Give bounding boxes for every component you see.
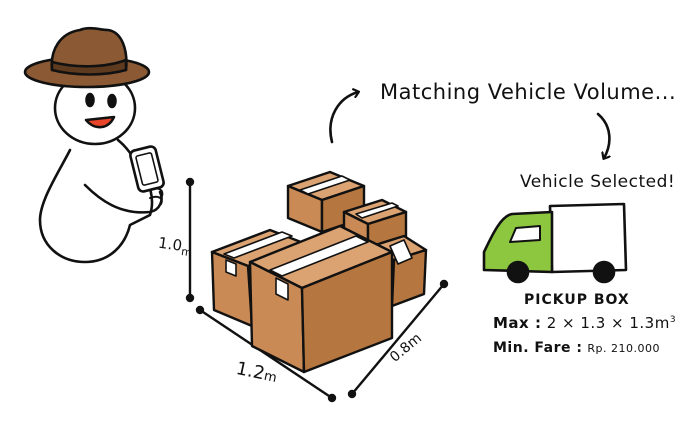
package-boxes bbox=[210, 170, 428, 374]
curved-arrow-up bbox=[329, 92, 358, 144]
pickup-truck-icon bbox=[482, 202, 628, 284]
max-unit-power: 3 bbox=[669, 315, 677, 325]
matching-caption: Matching Vehicle Volume... bbox=[380, 80, 677, 104]
width-line bbox=[350, 282, 446, 396]
person-eye-right bbox=[107, 93, 117, 109]
person-figure bbox=[23, 26, 165, 264]
vehicle-name: PICKUP BOX bbox=[524, 292, 630, 308]
vehicle-max-capacity: Max : 2 × 1.3 × 1.3m3 bbox=[493, 314, 676, 332]
curved-arrow-down bbox=[596, 112, 609, 158]
truck-wheel-back bbox=[592, 260, 616, 284]
truck-window bbox=[509, 225, 541, 243]
box-front bbox=[248, 224, 394, 374]
person-eye-left bbox=[85, 92, 95, 108]
hat-crown bbox=[50, 26, 128, 72]
vehicle-selected-caption: Vehicle Selected! bbox=[520, 172, 676, 192]
box-left bbox=[210, 228, 308, 328]
box-right-back bbox=[342, 198, 408, 254]
truck-wheel-front bbox=[506, 260, 530, 284]
hat-band bbox=[50, 58, 128, 76]
height-value: 1.0 bbox=[157, 233, 184, 255]
vehicle-min-fare: Min. Fare : Rp. 210.000 bbox=[493, 340, 660, 356]
max-value: 2 × 1.3 × 1.3m bbox=[546, 314, 670, 332]
truck-cargo bbox=[548, 202, 628, 274]
box-top-back bbox=[286, 170, 366, 234]
height-unit: m bbox=[180, 244, 193, 260]
fare-label: Min. Fare : bbox=[493, 340, 583, 356]
person-mouth bbox=[84, 115, 116, 129]
fare-value: Rp. 210.000 bbox=[587, 342, 661, 355]
max-label: Max : bbox=[493, 314, 542, 332]
box-right bbox=[370, 234, 428, 308]
